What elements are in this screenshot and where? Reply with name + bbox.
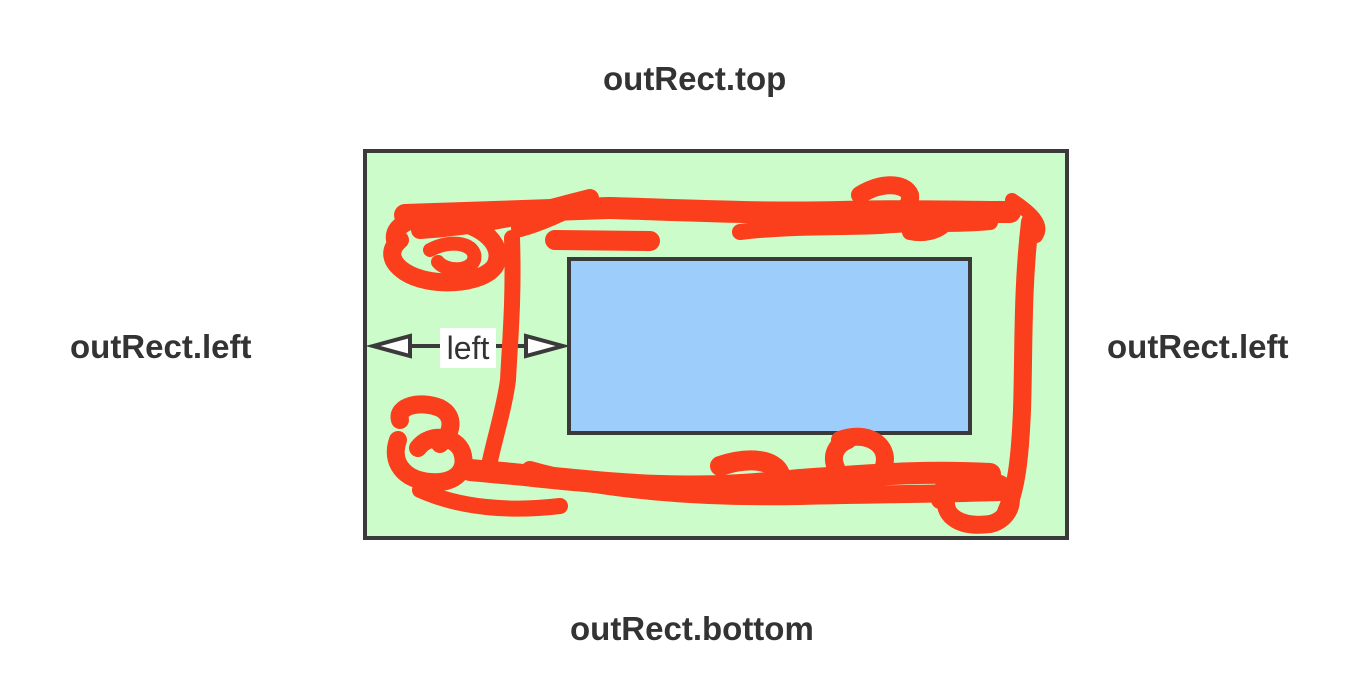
red-scribble — [383, 176, 1046, 534]
inner-gap-label: left — [440, 328, 496, 368]
outrect-right-label: outRect.left — [1107, 328, 1289, 365]
arrow-left-icon — [365, 333, 412, 359]
outrect-bottom-label: outRect.bottom — [570, 610, 814, 647]
arrow-right-icon — [524, 333, 571, 359]
inner-rect — [567, 257, 972, 435]
outrect-top-label: outRect.top — [603, 60, 787, 97]
outrect-left-label: outRect.left — [70, 328, 252, 365]
